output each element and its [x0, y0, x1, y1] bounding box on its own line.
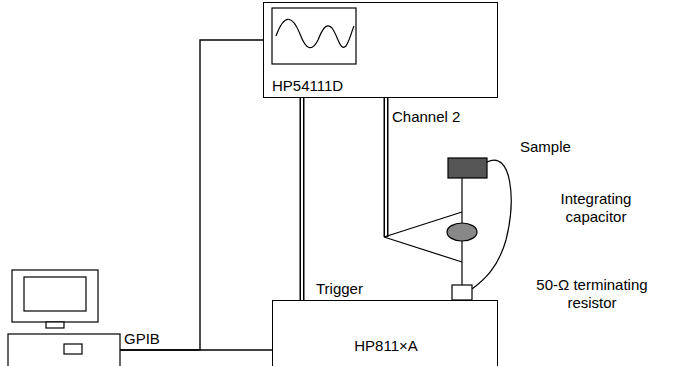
monitor-screen: [24, 277, 86, 311]
capacitor-label: Integrating capacitor: [536, 190, 656, 226]
edge-label: GPIB: [124, 330, 160, 348]
sample-label: Sample: [520, 138, 571, 156]
channel-label: Channel 2: [392, 108, 460, 126]
edge-label: Trigger: [316, 280, 363, 298]
computer-base: [8, 334, 120, 366]
oscilloscope-box: HP54111D: [263, 2, 498, 98]
gpib-bus-branch: [120, 40, 263, 350]
cable-gap: [301, 98, 303, 300]
waveform: [276, 19, 354, 47]
return-wire: [472, 160, 511, 289]
computer: CPU: [8, 270, 120, 366]
disk-drive: [64, 344, 82, 354]
pulse-generator-box: HP811×A: [272, 300, 498, 366]
scope-screen: [272, 8, 356, 64]
monitor: [12, 270, 98, 322]
monitor-stand: [46, 322, 64, 328]
channel-cable-gap: [385, 98, 387, 236]
resistor-symbol: [452, 285, 472, 300]
trigger-cable: [300, 98, 305, 300]
resistor-label: 50-Ω terminating resistor: [517, 276, 667, 312]
node-label: HP54111D: [272, 77, 343, 95]
capacitor-symbol: [447, 223, 477, 241]
sample-block: [448, 158, 487, 178]
node-label: HP811×A: [354, 337, 418, 355]
channel-cable: [384, 98, 389, 237]
